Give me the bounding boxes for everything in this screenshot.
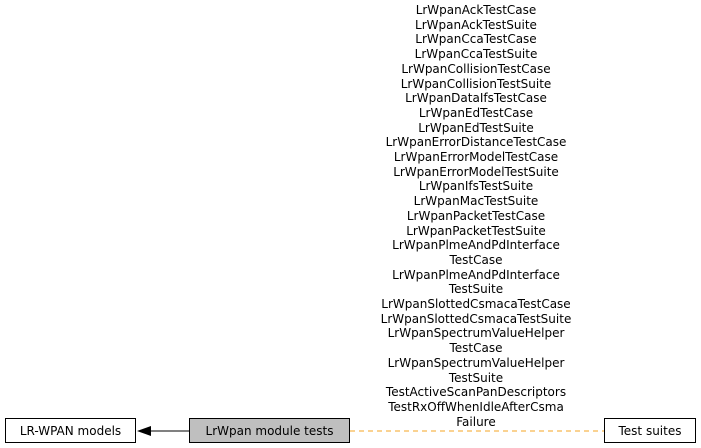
edge-label: LrWpanCcaTestSuite <box>414 47 538 62</box>
edge-arrowhead-icon <box>137 426 151 436</box>
edge-label: LrWpanSpectrumValueHelper <box>387 355 565 370</box>
node-label: LR-WPAN models <box>19 423 122 438</box>
edge-label: LrWpanMacTestSuite <box>413 194 539 209</box>
edge-label: LrWpanEdTestSuite <box>418 120 534 135</box>
edge-label: LrWpanCollisionTestCase <box>401 61 551 76</box>
node-label: Test suites <box>618 423 682 438</box>
edge-label: LrWpanPlmeAndPdInterface <box>392 238 560 253</box>
edge-label: LrWpanAckTestSuite <box>415 17 537 32</box>
edge-label: LrWpanDataIfsTestCase <box>405 91 547 106</box>
edge-label: LrWpanEdTestCase <box>418 105 534 120</box>
edge-label: TestSuite <box>448 282 504 297</box>
edge-label: LrWpanPacketTestSuite <box>406 223 546 238</box>
edge-label: LrWpanSlottedCsmacaTestCase <box>381 297 571 312</box>
edge-label: Failure <box>456 414 496 429</box>
edge-label: LrWpanPlmeAndPdInterface <box>392 267 560 282</box>
edge-label-list: LrWpanAckTestCase LrWpanAckTestSuite LrW… <box>340 3 612 429</box>
edge-label: TestCase <box>449 252 503 267</box>
edge-label: TestCase <box>449 341 503 356</box>
edge-label: TestActiveScanPanDescriptors <box>385 385 567 400</box>
edge-label: LrWpanSpectrumValueHelper <box>387 326 565 341</box>
node-test-suites[interactable]: Test suites <box>604 418 696 443</box>
edge-label: LrWpanSlottedCsmacaTestSuite <box>380 311 572 326</box>
edge-label: LrWpanErrorModelTestCase <box>393 150 559 165</box>
node-module-tests[interactable]: LrWpan module tests <box>189 418 350 443</box>
edge-label: LrWpanPacketTestCase <box>406 208 546 223</box>
edge-label: TestSuite <box>448 370 504 385</box>
edge-label: LrWpanCcaTestCase <box>415 32 537 47</box>
edge-label: LrWpanIfsTestSuite <box>418 179 534 194</box>
edge-label: LrWpanCollisionTestSuite <box>400 76 552 91</box>
node-lr-wpan-models[interactable]: LR-WPAN models <box>5 418 136 443</box>
edge-label: LrWpanErrorDistanceTestCase <box>385 135 567 150</box>
edge-label: LrWpanAckTestCase <box>415 3 537 17</box>
edge-label: LrWpanErrorModelTestSuite <box>393 164 559 179</box>
node-label: LrWpan module tests <box>205 423 334 438</box>
edge-label: TestRxOffWhenIdleAfterCsma <box>388 399 564 414</box>
